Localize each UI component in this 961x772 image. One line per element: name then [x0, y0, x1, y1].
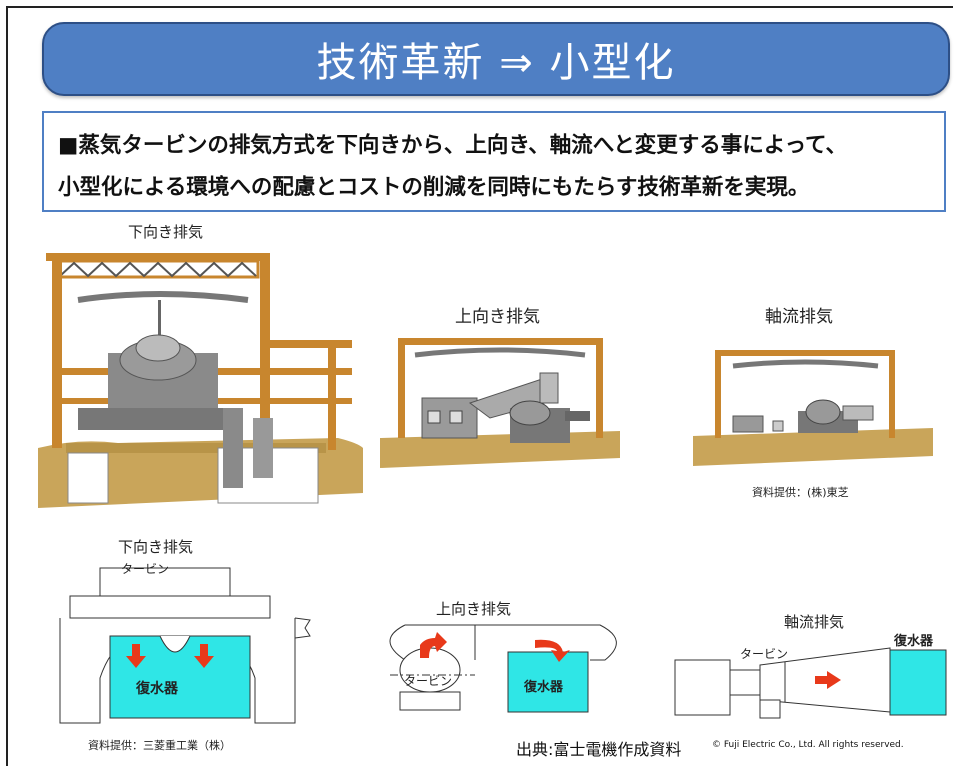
- copyright-note: © Fuji Electric Co., Ltd. All rights res…: [712, 740, 904, 750]
- schematic-label-up: 上向き排気: [436, 600, 512, 618]
- photo-label-down: 下向き排気: [128, 223, 204, 241]
- schematic-label-down: 下向き排気: [118, 538, 194, 556]
- schematic-down-condenser-label: 復水器: [136, 681, 178, 697]
- photo-credit: 資料提供：(株)東芝: [752, 486, 849, 499]
- upward-exhaust-plant-illustration: [380, 338, 620, 468]
- schematic-label-axial: 軸流排気: [784, 613, 845, 631]
- source-note: 出典:富士電機作成資料: [516, 740, 682, 759]
- summary-line-2: 小型化による環境への配慮とコストの削減を同時にもたらす技術革新を実現。: [58, 175, 810, 200]
- photo-label-axial: 軸流排気: [765, 307, 833, 327]
- photo-label-up: 上向き排気: [455, 307, 540, 327]
- schematic-axial-condenser-label: 復水器: [894, 634, 934, 649]
- title-banner: 技術革新 ⇒ 小型化: [42, 22, 950, 96]
- axial-exhaust-schematic: [674, 647, 947, 719]
- page-title: 技術革新 ⇒ 小型化: [316, 40, 676, 86]
- schematic-up-condenser-label: 復水器: [524, 680, 564, 695]
- slide-frame: [6, 6, 953, 766]
- schematic-down-turbine-label: タービン: [121, 562, 170, 576]
- summary-box: ■蒸気タービンの排気方式を下向きから、上向き、軸流へと変更する事によって、 小型…: [42, 111, 946, 212]
- schematic-credit: 資料提供：三菱重工業（株）: [88, 739, 231, 752]
- summary-line-1: ■蒸気タービンの排気方式を下向きから、上向き、軸流へと変更する事によって、: [58, 133, 847, 158]
- schematic-axial-turbine-label: タービン: [740, 647, 789, 661]
- downward-exhaust-plant-illustration: [38, 253, 363, 508]
- axial-exhaust-plant-illustration: [693, 350, 933, 466]
- schematic-up-turbine-label: タービン: [404, 674, 453, 688]
- upward-exhaust-schematic: [389, 624, 617, 713]
- downward-exhaust-schematic: [59, 567, 311, 724]
